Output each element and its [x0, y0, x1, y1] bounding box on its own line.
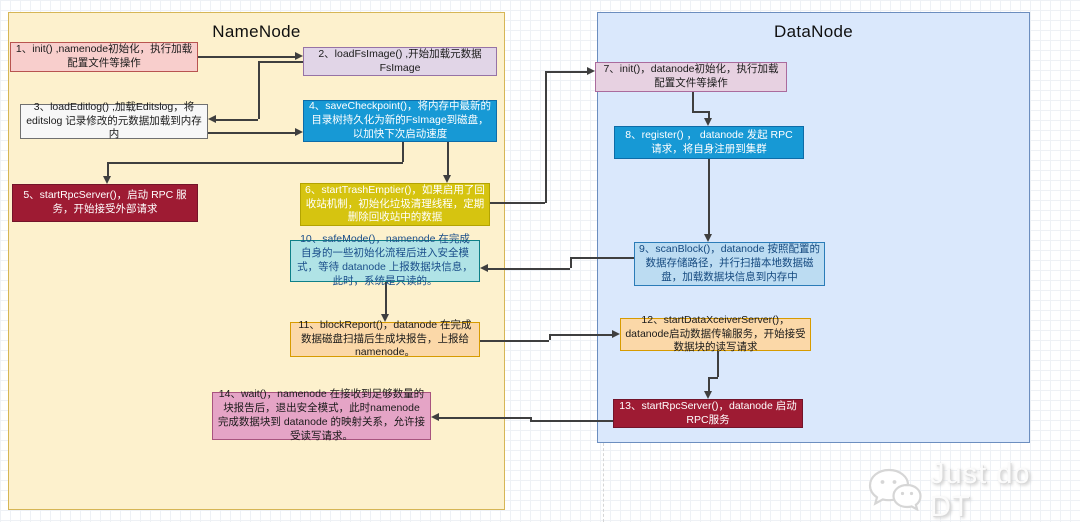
- arrowhead-icon: [295, 128, 303, 136]
- node-init-datanode[interactable]: 7、init()，datanode初始化，执行加载配置文件等操作: [595, 62, 787, 92]
- node-loadeditlog[interactable]: 3、loadEditlog() ,加载Editslog，将 editslog 记…: [20, 101, 208, 140]
- edge-11-12: [549, 334, 612, 336]
- edge-2-3: [216, 119, 258, 121]
- edge-9-10: [488, 268, 570, 270]
- edge-12-13: [708, 377, 718, 379]
- arrowhead-icon: [381, 314, 389, 322]
- edge-13-14: [439, 417, 530, 419]
- edge-7-8: [708, 111, 710, 118]
- arrowhead-icon: [704, 234, 712, 242]
- edge-9-10: [570, 257, 572, 268]
- arrowhead-icon: [612, 330, 620, 338]
- edge-4-5: [107, 162, 109, 176]
- edge-9-10: [570, 257, 634, 259]
- node-loadfsimage[interactable]: 2、loadFsImage() ,开始加载元数据 FsImage: [303, 47, 497, 76]
- edge-7-8: [692, 92, 694, 111]
- node-blockreport[interactable]: 11、blockReport()，datanode 在完成数据磁盘扫描后生成块报…: [290, 319, 480, 358]
- node-safemode[interactable]: 10、safeMode()，namenode 在完成自身的一些初始化流程后进入安…: [290, 233, 480, 287]
- arrowhead-icon: [431, 413, 439, 421]
- watermark-text: Just do DT: [930, 458, 1031, 522]
- watermark: Just do DT: [866, 458, 1080, 522]
- node-startrpcserver-datanode[interactable]: 13、startRpcServer()，datanode 启动 RPC服务: [613, 399, 803, 428]
- edge-11-12: [549, 334, 551, 340]
- node-wait-exit-safemode[interactable]: 14、wait()，namenode 在接收到足够数量的块报告后，退出安全模式，…: [212, 388, 431, 442]
- edge-2-3: [258, 61, 260, 119]
- page-boundary-line: [603, 443, 604, 522]
- edge-6-7: [545, 71, 587, 73]
- node-register[interactable]: 8、register() ， datanode 发起 RPC 请求，将自身注册到…: [614, 126, 804, 159]
- edge-13-14: [530, 420, 613, 422]
- arrowhead-icon: [443, 175, 451, 183]
- edge-11-12: [480, 340, 549, 342]
- node-init-namenode[interactable]: 1、init() ,namenode初始化，执行加载配置文件等操作: [10, 42, 198, 72]
- wechat-icon: [866, 467, 922, 516]
- node-savecheckpoint[interactable]: 4、saveCheckpoint()，将内存中最新的目录树持久化为新的FsIma…: [303, 100, 497, 142]
- edge-12-13: [708, 377, 710, 391]
- arrowhead-icon: [704, 391, 712, 399]
- arrowhead-icon: [587, 67, 595, 75]
- node-starttrashemptier[interactable]: 6、startTrashEmptier()，如果启用了回收站机制，初始化垃圾清理…: [300, 183, 490, 226]
- node-startrpcserver-namenode[interactable]: 5、startRpcServer()，启动 RPC 服务，开始接受外部请求: [12, 184, 198, 222]
- edge-4-5: [402, 142, 404, 162]
- datanode-title: DataNode: [774, 22, 853, 41]
- edge-12-13: [717, 351, 719, 377]
- edge-3-4: [208, 132, 295, 134]
- arrowhead-icon: [208, 115, 216, 123]
- edge-10-11: [385, 282, 387, 314]
- edge-1-2: [198, 56, 295, 58]
- node-startdataxceiverserver[interactable]: 12、startDataXceiverServer()，datanode启动数据…: [620, 314, 811, 353]
- edge-13-14: [530, 417, 532, 420]
- edge-2-3: [258, 61, 303, 63]
- edge-6-7: [545, 71, 547, 203]
- namenode-title: NameNode: [212, 22, 301, 41]
- arrowhead-icon: [103, 176, 111, 184]
- node-scanblock[interactable]: 9、scanBlock()，datanode 按照配置的数据存储路径，并行扫描本…: [634, 242, 825, 286]
- edge-7-8: [692, 111, 709, 113]
- arrowhead-icon: [480, 264, 488, 272]
- edge-4-6: [447, 142, 449, 175]
- edge-4-5: [107, 162, 403, 164]
- edge-8-9: [708, 159, 710, 234]
- arrowhead-icon: [295, 52, 303, 60]
- arrowhead-icon: [704, 118, 712, 126]
- edge-6-7: [490, 202, 545, 204]
